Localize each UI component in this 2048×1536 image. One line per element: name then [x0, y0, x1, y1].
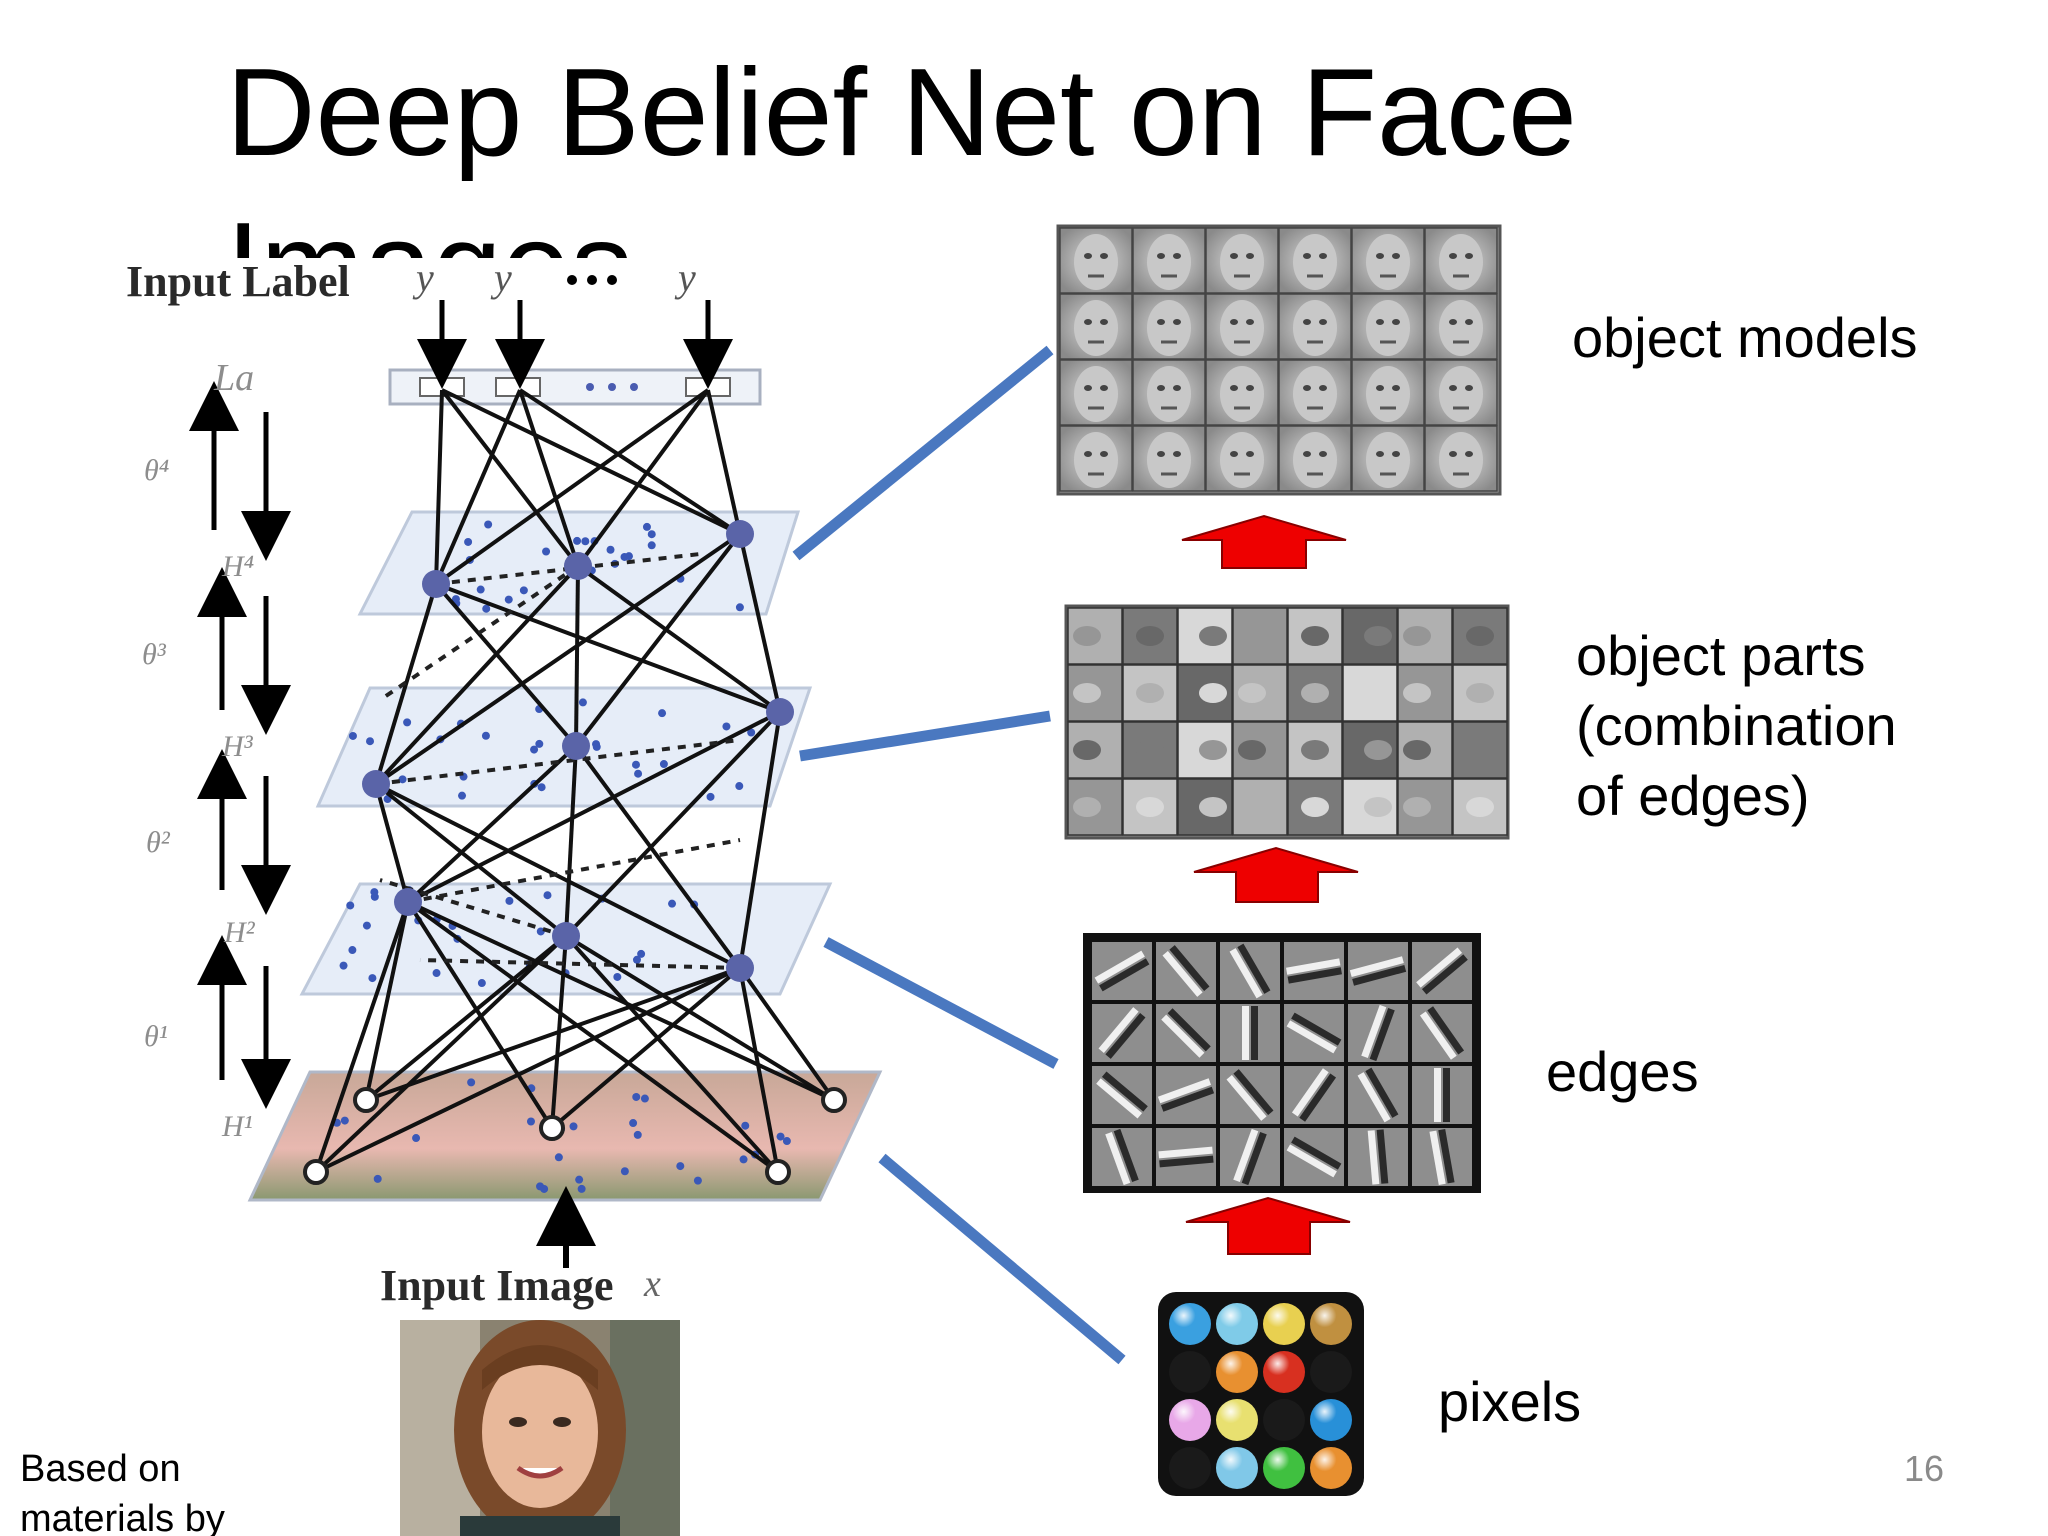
label-pixels: pixels [1438, 1370, 1582, 1433]
slide-title: Deep Belief Net on Face Images [226, 44, 1577, 258]
output-unit-2: y [494, 255, 512, 300]
credit-line-1: Based on [20, 1448, 181, 1490]
connector-edges [823, 937, 1059, 1069]
label-object-parts-2: (combination [1576, 694, 1897, 757]
label-object-parts-1: object parts [1576, 624, 1866, 687]
layer-label-3: H³ [222, 730, 253, 763]
output-unit-1: y [416, 255, 434, 300]
weight-label-2: θ² [146, 826, 170, 859]
blue-connectors [792, 345, 1126, 1365]
title-area: Deep Belief Net on Face Images [0, 0, 2048, 258]
weight-label-4: θ⁴ [144, 454, 170, 487]
credit-text: Based on materials by [20, 1444, 225, 1536]
red-up-arrows [1181, 514, 1359, 1255]
input-face-photo [400, 1320, 680, 1536]
label-object-parts-3: of edges) [1576, 764, 1810, 827]
input-image-var: x [644, 1263, 661, 1305]
weight-label-3: θ³ [142, 638, 166, 671]
input-label-arrows [417, 275, 733, 389]
top-layer-label: La [214, 357, 255, 399]
page-number: 16 [1904, 1448, 1945, 1489]
object-parts-image [1064, 604, 1510, 840]
weight-label-1: θ¹ [144, 1020, 168, 1053]
network-nodes [303, 520, 847, 1185]
connector-object-models [792, 345, 1054, 561]
left-side-arrows [189, 381, 596, 1268]
edges-image [1083, 933, 1481, 1193]
pixels-image [1158, 1292, 1364, 1496]
output-unit-3: y [678, 255, 696, 300]
object-models-image [1056, 224, 1502, 496]
connector-pixels [878, 1153, 1126, 1365]
input-image-label: Input Image [380, 1261, 614, 1310]
layer-label-2: H² [224, 916, 255, 949]
credit-line-2: materials by [20, 1498, 225, 1536]
layer-label-1: H¹ [222, 1110, 253, 1143]
label-object-models: object models [1572, 306, 1918, 369]
input-label-text: Input Label [126, 257, 350, 306]
connector-object-parts [799, 710, 1051, 762]
red-arrow-top [1181, 514, 1347, 569]
red-arrow-mid [1193, 846, 1359, 903]
layer-label-4: H⁴ [222, 550, 255, 583]
red-arrow-bottom [1185, 1196, 1351, 1255]
label-edges: edges [1546, 1040, 1699, 1103]
